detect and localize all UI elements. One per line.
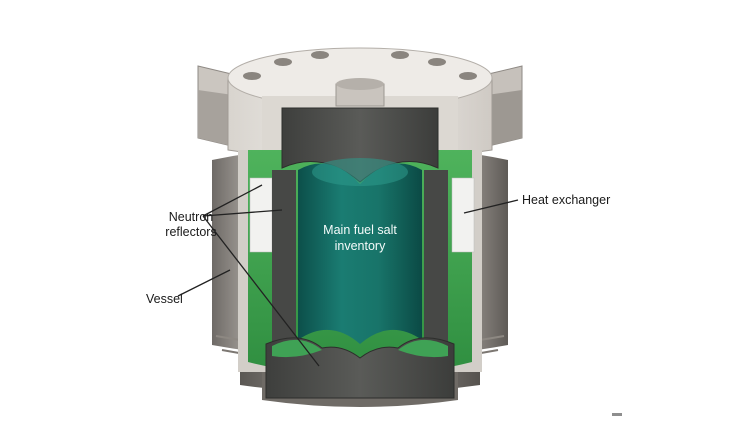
vessel-label: Vessel — [146, 292, 183, 306]
reflector-right — [424, 170, 448, 344]
bolt-hole — [274, 58, 292, 66]
main-fuel-salt — [298, 163, 422, 344]
neutron-reflectors-line-2: reflectors — [165, 225, 217, 239]
main-fuel-salt-line-2: inventory — [334, 239, 386, 253]
corner-mark — [612, 413, 622, 416]
top-center-nozzle-top — [336, 78, 384, 90]
leader-reflectors-1 — [202, 184, 263, 217]
bolt-hole — [391, 51, 409, 59]
leader-reflectors-3 — [202, 215, 320, 367]
heat-exchanger-label: Heat exchanger — [522, 193, 611, 207]
main-fuel-salt-line-1: Main fuel salt — [323, 223, 397, 237]
bottom-green-ring — [398, 339, 448, 358]
bolt-hole — [459, 72, 477, 80]
leader-heat-exchanger — [463, 199, 519, 214]
neutron-reflectors-line-1: Neutron — [168, 210, 214, 224]
heat-exchanger-right — [451, 177, 475, 253]
reflector-left — [272, 170, 296, 344]
bolt-hole — [243, 72, 261, 80]
main-fuel-salt-label: Main fuel salt inventory — [310, 222, 410, 254]
leader-vessel — [177, 269, 231, 297]
bolt-hole — [428, 58, 446, 66]
leader-reflectors-2 — [202, 209, 283, 217]
bolt-hole — [311, 51, 329, 59]
main-fuel-salt-highlight — [312, 158, 408, 186]
neutron-reflectors-label: Neutron reflectors — [150, 210, 232, 240]
